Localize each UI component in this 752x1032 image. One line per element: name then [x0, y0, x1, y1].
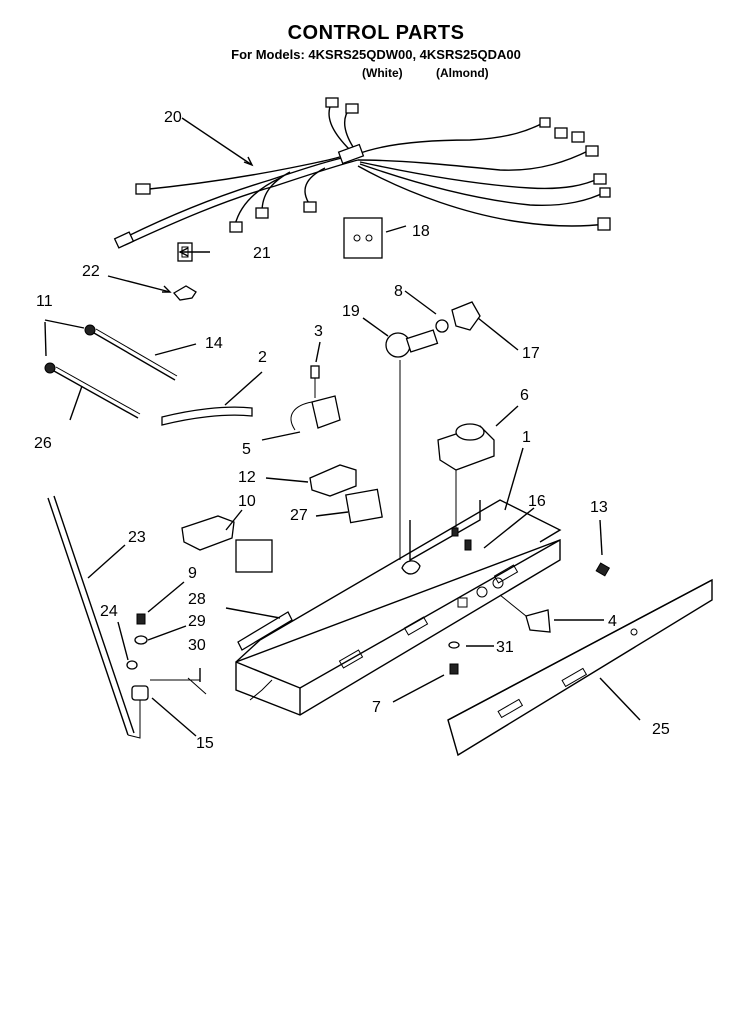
- variant-white: (White): [362, 66, 403, 80]
- variant-almond: (Almond): [436, 66, 489, 80]
- part-23-strip: [47, 495, 141, 739]
- callout-16: 16: [528, 493, 546, 510]
- callout-5: 5: [242, 441, 251, 458]
- callout-30: 30: [188, 637, 206, 654]
- part-13-4-31-7-hardware: [448, 562, 611, 675]
- part-10-bracket: [181, 515, 235, 551]
- callout-2: 2: [258, 349, 267, 366]
- callout-4: 4: [608, 613, 617, 630]
- part-1-control-housing: [235, 499, 562, 716]
- diagram-header: CONTROL PARTS For Models: 4KSRS25QDW00, …: [0, 22, 752, 62]
- callout-21: 21: [253, 245, 271, 262]
- part-12-bracket: [309, 464, 357, 497]
- callout-19: 19: [342, 303, 360, 320]
- part-27-label-b: [235, 539, 273, 573]
- callout-20: 20: [164, 109, 182, 126]
- callout-15: 15: [196, 735, 214, 752]
- models-line: For Models: 4KSRS25QDW00, 4KSRS25QDA00: [231, 47, 521, 62]
- callout-10: 10: [238, 493, 256, 510]
- part-11-14-26-tubes: [44, 324, 178, 419]
- part-27-label-a: [345, 488, 383, 524]
- callout-26: 26: [34, 435, 52, 452]
- callout-1: 1: [522, 429, 531, 446]
- page-title: CONTROL PARTS: [287, 22, 465, 44]
- wire-harness: [113, 97, 611, 249]
- callout-9: 9: [188, 565, 197, 582]
- part-3-5-switch: [290, 365, 341, 431]
- callout-14: 14: [205, 335, 223, 352]
- part-25-panel: [447, 578, 713, 757]
- callout-24: 24: [100, 603, 118, 620]
- callout-8: 8: [394, 283, 403, 300]
- callout-6: 6: [520, 387, 529, 404]
- callout-11: 11: [36, 293, 53, 310]
- callout-3: 3: [314, 323, 323, 340]
- callout-17: 17: [522, 345, 540, 362]
- callouts: 20 21 18 22 11 14 3 2 8 19 17 6 26 5 1 1…: [34, 109, 670, 752]
- callout-12: 12: [238, 469, 256, 486]
- callout-25: 25: [652, 721, 670, 738]
- callout-18: 18: [412, 223, 430, 240]
- part-6-control: [437, 423, 495, 535]
- callout-13: 13: [590, 499, 608, 516]
- part-22-clip: [172, 285, 197, 301]
- part-2-tube: [161, 406, 253, 426]
- part-19-8-17-light: [385, 301, 481, 560]
- callout-7: 7: [372, 699, 381, 716]
- part-18-plate: [343, 217, 383, 259]
- part-9-29-24-15-hardware: [126, 611, 293, 701]
- callout-29: 29: [188, 613, 206, 630]
- callout-27: 27: [290, 507, 308, 524]
- leader-lines: [44, 117, 641, 737]
- callout-23: 23: [128, 529, 146, 546]
- callout-31: 31: [496, 639, 514, 656]
- callout-22: 22: [82, 263, 100, 280]
- callout-28: 28: [188, 591, 206, 608]
